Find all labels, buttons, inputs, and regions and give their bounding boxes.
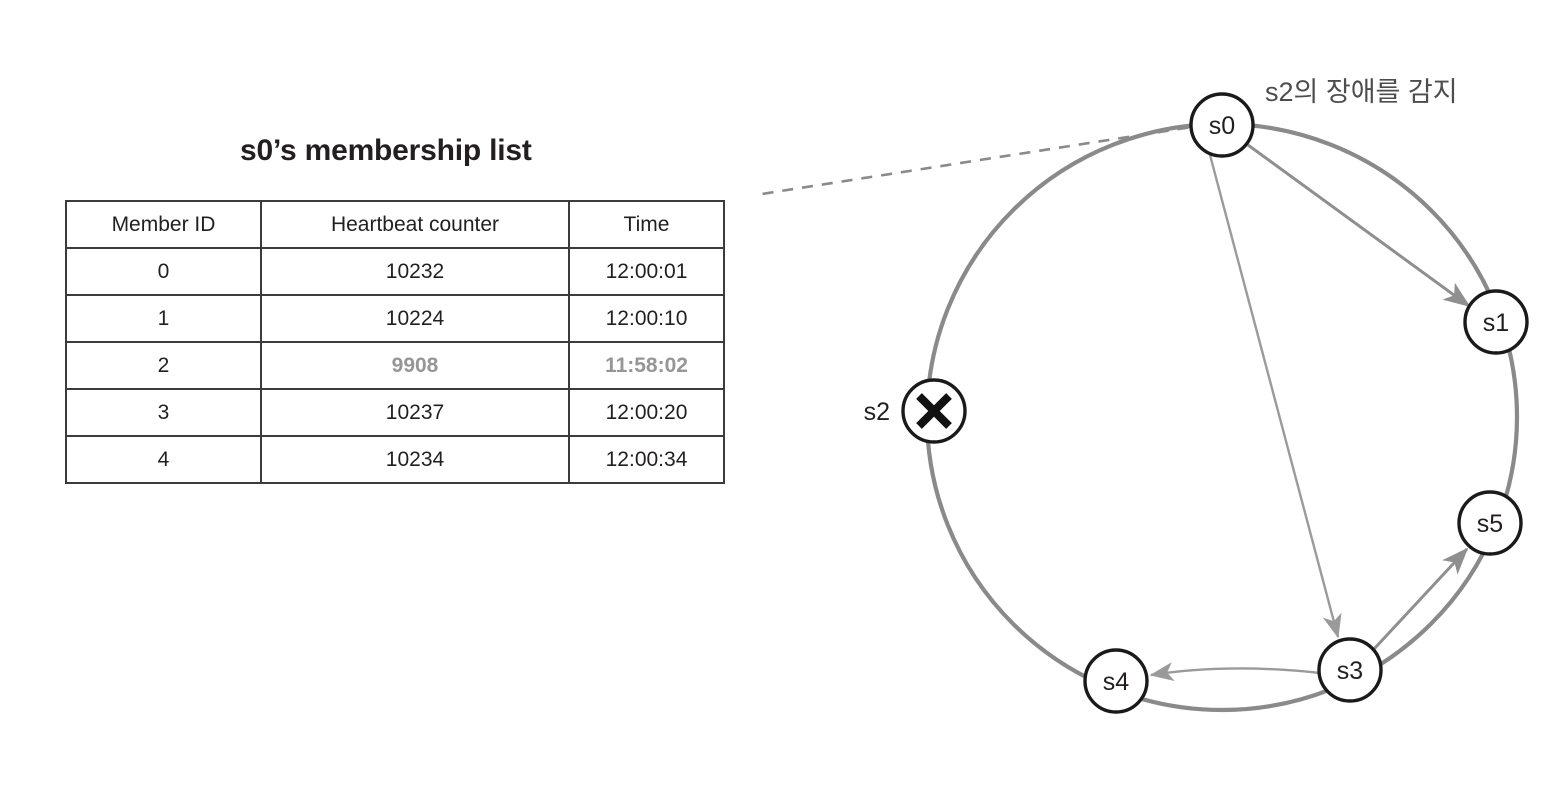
node-circle-s5 bbox=[1457, 490, 1523, 556]
cell-time: 12:00:34 bbox=[568, 435, 725, 484]
cell-heartbeat: 10234 bbox=[260, 435, 570, 484]
failure-detection-annotation: s2의 장애를 감지 bbox=[1265, 77, 1458, 107]
cell-member-id: 2 bbox=[65, 341, 262, 390]
column-header-member-id: Member ID bbox=[65, 200, 262, 249]
gossip-arrow-s3-to-s5 bbox=[1372, 547, 1469, 651]
node-s5[interactable]: s5 bbox=[1457, 490, 1523, 556]
gossip-arrow-s3-to-s4 bbox=[1149, 662, 1321, 682]
node-s3[interactable]: s3 bbox=[1317, 637, 1383, 703]
cell-member-id: 1 bbox=[65, 294, 262, 343]
cell-time: 12:00:01 bbox=[568, 247, 725, 296]
node-label-s1: s1 bbox=[1483, 309, 1509, 337]
column-header-heartbeat: Heartbeat counter bbox=[260, 200, 570, 249]
page-title: s0’s membership list bbox=[240, 134, 532, 167]
gossip-arrow-s0-to-s3 bbox=[1208, 154, 1342, 639]
cell-heartbeat-stale: 9908 bbox=[260, 341, 570, 390]
gossip-arrow-s0-to-s1 bbox=[1247, 143, 1471, 308]
table-row: 3 10237 12:00:20 bbox=[65, 388, 725, 437]
gossip-ring-diagram: s0 s1 s2 s3 s4 s5 s2의 장애를 감지 bbox=[760, 77, 1529, 714]
node-circle-s0 bbox=[1189, 92, 1255, 158]
cell-heartbeat: 10237 bbox=[260, 388, 570, 437]
membership-table: Member ID Heartbeat counter Time 0 10232… bbox=[65, 200, 725, 484]
cell-heartbeat: 10224 bbox=[260, 294, 570, 343]
node-s4[interactable]: s4 bbox=[1083, 648, 1149, 714]
node-label-s0: s0 bbox=[1209, 112, 1235, 140]
node-s1[interactable]: s1 bbox=[1463, 289, 1529, 355]
node-label-s2: s2 bbox=[864, 398, 890, 426]
column-header-time: Time bbox=[568, 200, 725, 249]
node-circle-s3 bbox=[1317, 637, 1383, 703]
cell-time: 12:00:20 bbox=[568, 388, 725, 437]
failure-x-icon bbox=[916, 393, 952, 429]
ring-topology-circle bbox=[924, 121, 1520, 713]
cell-member-id: 3 bbox=[65, 388, 262, 437]
node-s2-failed[interactable]: s2 bbox=[864, 378, 967, 444]
node-s0[interactable]: s0 bbox=[1189, 92, 1255, 158]
node-circle-s4 bbox=[1083, 648, 1149, 714]
node-label-s5: s5 bbox=[1477, 510, 1503, 538]
cell-member-id: 4 bbox=[65, 435, 262, 484]
table-row-failed: 2 9908 11:58:02 bbox=[65, 341, 725, 390]
table-header-row: Member ID Heartbeat counter Time bbox=[65, 200, 725, 249]
membership-panel: s0’s membership list Member ID Heartbeat… bbox=[0, 0, 760, 800]
table-row: 1 10224 12:00:10 bbox=[65, 294, 725, 343]
table-to-s0-leader-line bbox=[760, 125, 1193, 196]
cell-time-stale: 11:58:02 bbox=[568, 341, 725, 390]
cell-time: 12:00:10 bbox=[568, 294, 725, 343]
table-row: 0 10232 12:00:01 bbox=[65, 247, 725, 296]
cell-member-id: 0 bbox=[65, 247, 262, 296]
ring-diagram-panel: s0 s1 s2 s3 s4 s5 s2의 장애를 감지 bbox=[760, 0, 1568, 800]
table-row: 4 10234 12:00:34 bbox=[65, 435, 725, 484]
cell-heartbeat: 10232 bbox=[260, 247, 570, 296]
node-label-s4: s4 bbox=[1103, 668, 1130, 696]
node-circle-s1 bbox=[1463, 289, 1529, 355]
node-label-s3: s3 bbox=[1337, 657, 1363, 685]
